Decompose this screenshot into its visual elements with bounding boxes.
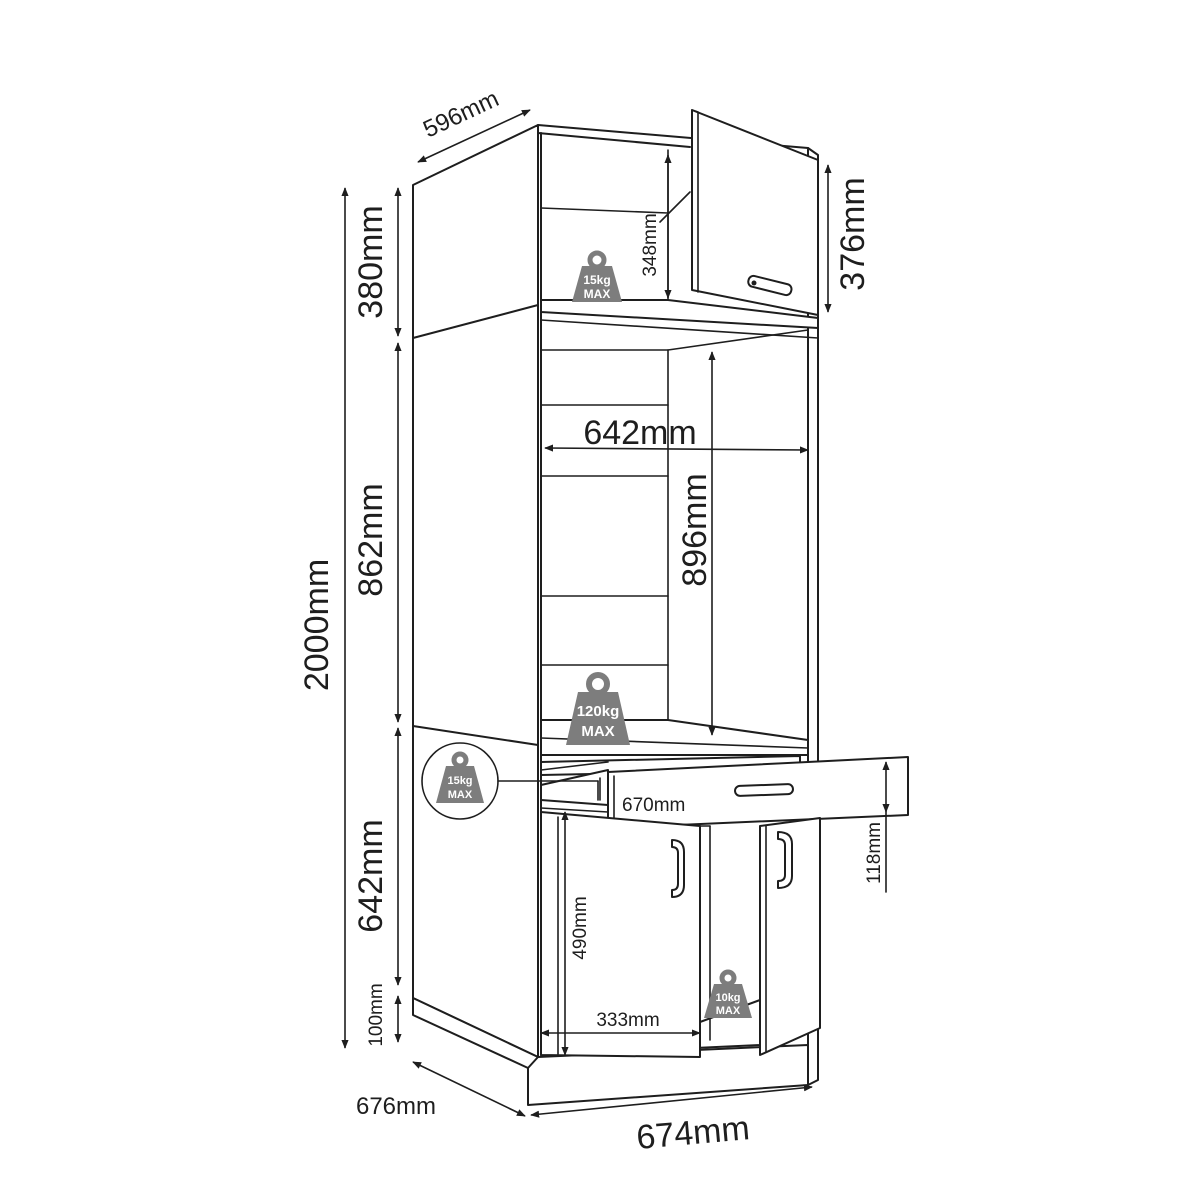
label-top-door: 376mm — [834, 177, 872, 290]
label-width-bottom: 674mm — [635, 1109, 751, 1157]
label-niche-width: 642mm — [583, 414, 696, 452]
weight-badge-top: 15kg MAX — [572, 250, 622, 302]
handle-icon — [734, 783, 794, 797]
weight-icon — [572, 250, 622, 302]
lower-compartment — [540, 807, 821, 1058]
label-drawer-width: 670mm — [622, 795, 685, 816]
label-top-inner: 348mm — [640, 213, 661, 276]
label-total-height: 2000mm — [298, 559, 336, 691]
label-middle-section: 862mm — [352, 483, 390, 596]
label-niche-height: 896mm — [676, 473, 714, 586]
label-top-section: 380mm — [352, 205, 390, 318]
label-lower-inner-width: 333mm — [596, 1010, 659, 1031]
top-compartment — [540, 109, 819, 339]
label-plinth: 100mm — [366, 983, 387, 1046]
label-lower-section: 642mm — [352, 819, 390, 932]
right-door[interactable] — [759, 817, 821, 1056]
weight-icon — [436, 751, 484, 803]
label-lower-inner-height: 490mm — [570, 896, 591, 959]
top-door[interactable] — [691, 109, 819, 316]
label-depth-bottom: 676mm — [356, 1093, 436, 1120]
handle-icon — [747, 274, 793, 297]
weight-icon — [704, 969, 752, 1018]
weight-kg-niche: 120kg — [577, 703, 620, 720]
handle-icon — [671, 839, 685, 898]
weight-badge-drawer: 15kg MAX — [421, 742, 599, 820]
weight-max-niche: MAX — [581, 723, 614, 740]
handle-icon — [777, 831, 793, 889]
weight-badge-bottom: 10kg MAX — [704, 969, 752, 1018]
weight-badge-niche: 120kg MAX — [566, 672, 630, 745]
label-drawer-height: 118mm — [864, 822, 885, 884]
top-shelf — [540, 299, 819, 329]
left-side-panel — [412, 124, 539, 1058]
weight-kg-drawer: 15kg — [447, 775, 472, 787]
weight-max-drawer: MAX — [448, 789, 473, 801]
niche-compartment — [540, 329, 809, 756]
weight-max-bottom: MAX — [716, 1005, 741, 1017]
drawer[interactable] — [540, 755, 909, 829]
label-depth-top: 596mm — [419, 85, 503, 143]
weight-icon — [566, 672, 630, 745]
weight-max-top: MAX — [584, 287, 611, 301]
left-door[interactable] — [540, 811, 701, 1058]
weight-kg-top: 15kg — [583, 273, 610, 287]
dimension-lines — [341, 109, 890, 1118]
weight-kg-bottom: 10kg — [715, 992, 740, 1004]
